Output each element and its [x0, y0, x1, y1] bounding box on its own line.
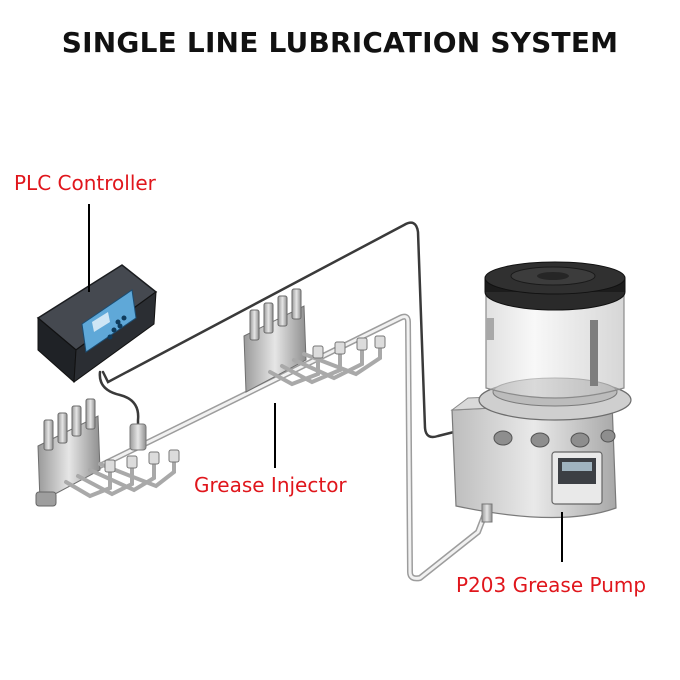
pressure-sensor: [129, 423, 147, 451]
leader-lines: [88, 204, 563, 562]
plc-controller-label: PLC Controller: [14, 171, 156, 195]
grease-injector-block: [243, 288, 386, 393]
grease-pump-device: [450, 261, 632, 523]
grease-injector-block-left: [35, 398, 180, 507]
grease-pump-label: P203 Grease Pump: [456, 573, 647, 597]
page-title: SINGLE LINE LUBRICATION SYSTEM: [61, 26, 619, 59]
supply-tubing: [52, 313, 491, 582]
grease-injector-label: Grease Injector: [194, 473, 347, 497]
control-cable: [98, 221, 464, 439]
plc-controller-device: [36, 264, 158, 384]
